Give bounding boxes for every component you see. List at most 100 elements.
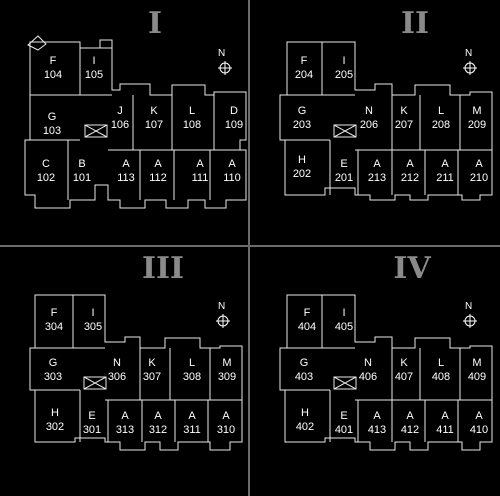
floor-title: III xyxy=(142,251,184,286)
svg-text:H: H xyxy=(51,407,59,419)
svg-text:101: 101 xyxy=(73,172,91,184)
north-indicator: N xyxy=(463,48,477,75)
building-outline xyxy=(29,294,243,451)
svg-text:F: F xyxy=(301,55,308,67)
svg-text:201: 201 xyxy=(335,172,353,184)
svg-text:E: E xyxy=(88,410,95,422)
svg-text:410: 410 xyxy=(470,424,488,436)
svg-text:A: A xyxy=(121,410,129,422)
svg-text:A: A xyxy=(441,410,449,422)
svg-text:C: C xyxy=(42,158,50,170)
svg-text:206: 206 xyxy=(360,119,378,131)
north-indicator: N xyxy=(216,301,230,328)
svg-text:F: F xyxy=(50,55,57,67)
svg-text:107: 107 xyxy=(145,119,163,131)
svg-text:202: 202 xyxy=(293,168,311,180)
svg-text:103: 103 xyxy=(43,125,61,137)
svg-text:G: G xyxy=(298,105,307,117)
svg-text:I: I xyxy=(92,55,95,67)
svg-text:409: 409 xyxy=(468,371,486,383)
svg-text:113: 113 xyxy=(117,172,135,184)
unit-n: N 306 xyxy=(108,357,126,383)
svg-text:A: A xyxy=(222,410,230,422)
svg-text:404: 404 xyxy=(298,321,316,333)
svg-text:N: N xyxy=(113,357,121,369)
svg-text:205: 205 xyxy=(335,69,353,81)
svg-text:A: A xyxy=(475,158,483,170)
svg-text:106: 106 xyxy=(111,119,129,131)
north-label: N xyxy=(218,48,225,59)
svg-text:306: 306 xyxy=(108,371,126,383)
compass-icon xyxy=(216,314,230,328)
unit-a: A 213 xyxy=(368,158,386,184)
unit-a: A 211 xyxy=(436,158,454,184)
svg-text:204: 204 xyxy=(295,69,313,81)
svg-text:108: 108 xyxy=(183,119,201,131)
svg-text:211: 211 xyxy=(436,172,454,184)
svg-text:E: E xyxy=(340,158,347,170)
north-label: N xyxy=(465,301,472,312)
svg-text:M: M xyxy=(222,357,231,369)
svg-text:312: 312 xyxy=(149,424,167,436)
svg-text:203: 203 xyxy=(293,119,311,131)
building-outline xyxy=(24,35,247,209)
svg-text:F: F xyxy=(51,307,58,319)
svg-text:K: K xyxy=(148,357,156,369)
unit-a: A 113 xyxy=(117,158,135,184)
svg-text:111: 111 xyxy=(192,172,209,184)
svg-text:A: A xyxy=(373,410,381,422)
compass-icon xyxy=(463,314,477,328)
svg-text:102: 102 xyxy=(37,172,55,184)
svg-text:411: 411 xyxy=(436,424,454,436)
svg-text:109: 109 xyxy=(225,119,243,131)
svg-text:F: F xyxy=(304,307,311,319)
svg-text:A: A xyxy=(373,158,381,170)
svg-text:403: 403 xyxy=(295,371,313,383)
svg-text:A: A xyxy=(441,158,449,170)
svg-text:313: 313 xyxy=(116,424,134,436)
unit-g: G 203 xyxy=(293,105,311,131)
unit-f: F 204 xyxy=(295,55,313,81)
floor-title: I xyxy=(148,6,162,41)
svg-text:407: 407 xyxy=(395,371,413,383)
unit-j: J 106 xyxy=(111,105,129,131)
svg-text:308: 308 xyxy=(183,371,201,383)
svg-text:K: K xyxy=(150,105,158,117)
svg-text:A: A xyxy=(122,158,130,170)
svg-text:L: L xyxy=(438,357,444,369)
svg-text:207: 207 xyxy=(395,119,413,131)
floor-title: II xyxy=(401,6,429,41)
svg-text:213: 213 xyxy=(368,172,386,184)
svg-text:E: E xyxy=(340,410,347,422)
svg-text:J: J xyxy=(117,105,123,117)
svg-text:408: 408 xyxy=(432,371,450,383)
svg-text:A: A xyxy=(154,158,162,170)
north-indicator: N xyxy=(218,48,232,75)
svg-text:M: M xyxy=(472,357,481,369)
